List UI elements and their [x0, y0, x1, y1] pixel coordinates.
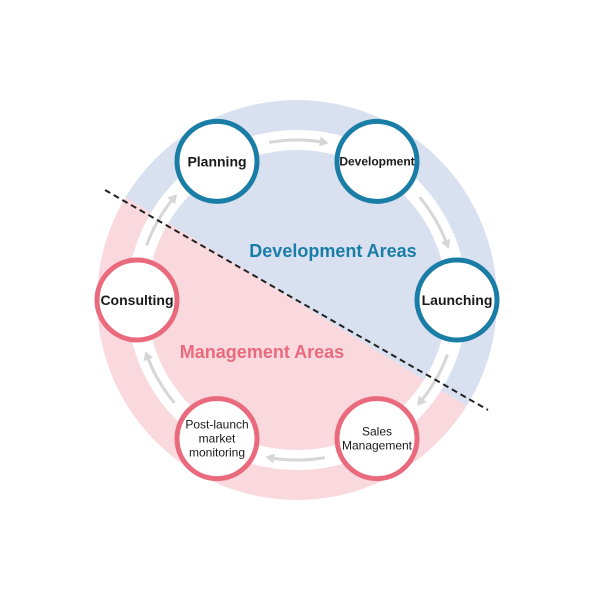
node-label: Post-launch — [185, 418, 248, 432]
node-label: Sales — [362, 425, 392, 439]
node-circle — [174, 118, 260, 204]
node-launching: Launching — [414, 257, 500, 343]
arrowhead-icon — [143, 351, 154, 362]
node-circle — [334, 396, 420, 482]
node-consulting: Consulting — [94, 257, 180, 343]
management-areas-label: Management Areas — [180, 342, 344, 362]
arrowhead-icon — [417, 395, 427, 406]
arrowhead-icon — [319, 136, 329, 147]
node-development: Development — [334, 118, 420, 204]
area-divider-line — [104, 189, 489, 411]
development-areas-label: Development Areas — [249, 241, 416, 261]
node-planning: Planning — [174, 118, 260, 204]
node-label: market — [199, 432, 236, 446]
node-circle — [414, 257, 500, 343]
node-circle — [174, 396, 260, 482]
node-label: Development — [339, 154, 414, 168]
node-label: Management — [342, 439, 413, 453]
node-circle — [334, 118, 420, 204]
node-label: Launching — [422, 292, 493, 308]
node-label: Consulting — [100, 292, 173, 308]
node-label: monitoring — [189, 446, 245, 460]
arrowhead-icon — [167, 194, 177, 205]
arrowhead-icon — [440, 238, 451, 249]
node-label: Planning — [187, 153, 246, 169]
node-circle — [94, 257, 180, 343]
arrowhead-icon — [265, 453, 275, 464]
